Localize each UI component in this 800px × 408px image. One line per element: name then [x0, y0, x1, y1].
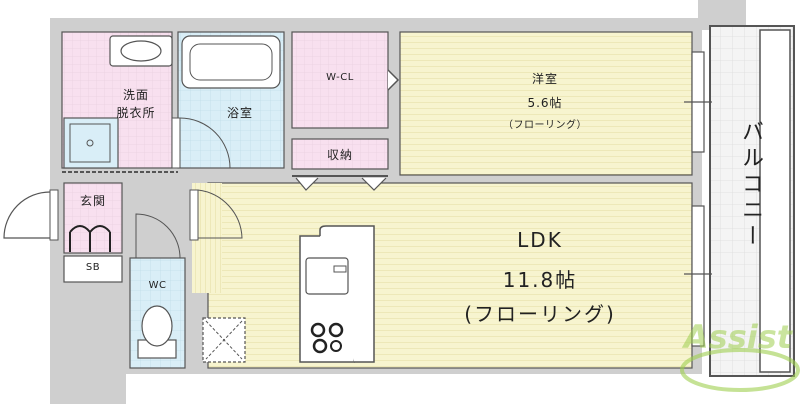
- washing-machine-drain: [86, 139, 94, 147]
- ldk-floor-type: (フローリング): [464, 302, 616, 326]
- shoebox-label: SB: [85, 262, 101, 273]
- watermark-swoosh: [680, 348, 800, 392]
- washroom-label-line2: 脱衣所: [116, 106, 156, 120]
- storage-label: 収納: [326, 148, 353, 162]
- kitchen-faucet: [333, 265, 347, 273]
- washing-machine-pan: [63, 117, 119, 169]
- hall-door-swing: [197, 189, 243, 239]
- fridge-x2: [205, 320, 243, 360]
- storage-floor: [291, 138, 389, 170]
- entrance-door-swing: [3, 191, 51, 239]
- ldk-floor: [207, 182, 693, 369]
- western-room-size: 5.6帖: [527, 96, 563, 110]
- window-ldk: [691, 205, 705, 347]
- ldk-size: 11.8帖: [502, 268, 578, 292]
- washing-machine-inner: [69, 123, 111, 163]
- entrance-door: [49, 189, 59, 241]
- washbasin-bowl: [120, 40, 162, 62]
- stove-burner-4: [330, 340, 342, 352]
- stove-burner-3: [312, 338, 328, 354]
- ldk-name: LDK: [517, 228, 563, 252]
- hall-door: [189, 189, 199, 241]
- stove-burner-1: [310, 322, 326, 338]
- wall-column-bottom-left: [50, 280, 126, 404]
- storage-door-right: [361, 177, 387, 191]
- toilet-door-swing: [135, 213, 181, 259]
- balcony-label: バルコニー: [738, 120, 763, 250]
- washroom-label-line1: 洗面: [122, 88, 149, 102]
- stove-burner-2: [328, 322, 344, 338]
- western-room-floor-type: （フローリング）: [503, 120, 587, 131]
- bath-door: [171, 117, 181, 169]
- western-room-name: 洋室: [531, 72, 558, 86]
- bath-label: 浴室: [226, 106, 253, 120]
- wcl-label: W-CL: [326, 72, 354, 83]
- shoebox-floor: [63, 255, 123, 283]
- entrance-floor: [63, 182, 123, 254]
- storage-door-left: [295, 177, 319, 191]
- wcl-door: [387, 69, 400, 91]
- balcony-rail: [759, 29, 791, 373]
- wcl-floor: [291, 31, 389, 129]
- entrance-label: 玄関: [79, 194, 106, 208]
- toilet-bowl: [141, 305, 173, 347]
- watermark-logo: Assist: [683, 318, 793, 356]
- bath-door-swing: [179, 117, 231, 169]
- entrance-step: [69, 225, 111, 252]
- toilet-label: WC: [148, 280, 167, 291]
- bathtub-inner: [189, 43, 273, 81]
- western-room-floor: [399, 31, 693, 176]
- kitchen-sink: [305, 257, 349, 295]
